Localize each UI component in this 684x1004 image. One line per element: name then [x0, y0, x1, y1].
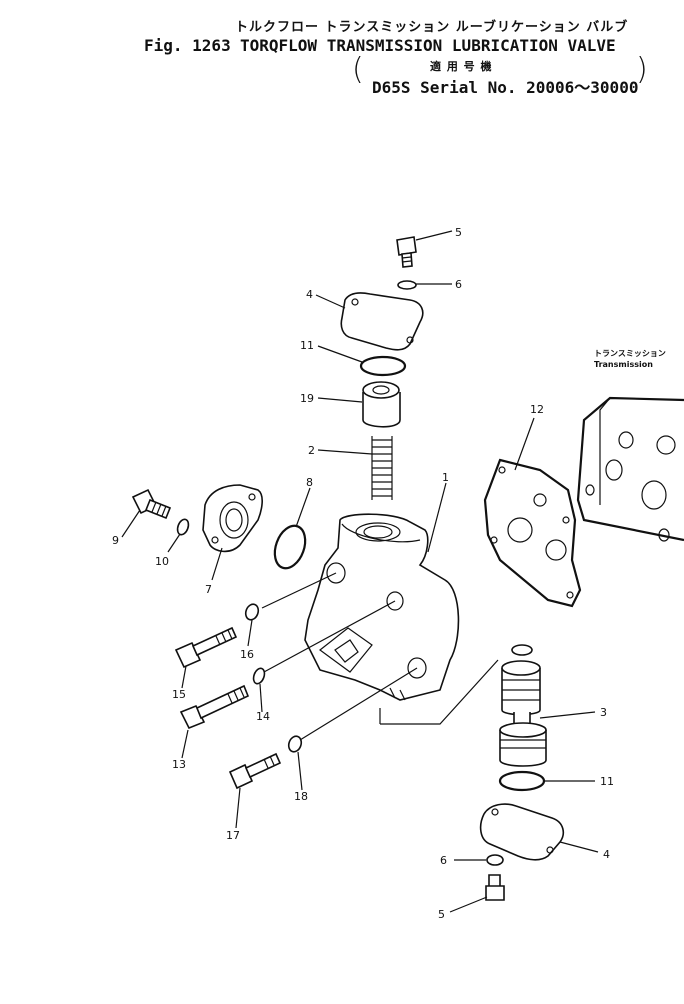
japanese-title: トルクフロー トランスミッション ルーブリケーション バルブ [235, 20, 629, 35]
bolt-15 [174, 626, 238, 669]
callout-6-top: 6 [455, 278, 462, 291]
callout-8: 8 [306, 476, 313, 489]
washer-14 [252, 667, 266, 685]
axis-line-3 [379, 659, 499, 725]
spool-3 [499, 644, 547, 767]
cover-4-bottom [479, 803, 565, 861]
washer-6-bottom [486, 854, 504, 866]
washer-6-top [397, 280, 417, 290]
callout-4-bottom: 4 [603, 848, 610, 861]
gasket-12 [483, 458, 582, 608]
callout-9: 9 [112, 534, 119, 547]
washer-18 [287, 735, 303, 753]
axis-line-16 [261, 572, 337, 609]
figure-number: Fig. 1263 [144, 36, 231, 55]
cover-4-top [340, 292, 424, 351]
axis-line-14 [263, 600, 396, 673]
callout-12: 12 [530, 403, 544, 416]
sleeve-19 [362, 381, 401, 428]
o-ring-11-bottom [498, 770, 546, 792]
o-ring-11-top [359, 355, 407, 377]
bolt-17 [228, 752, 282, 790]
transmission-note-en: Transmission [594, 360, 653, 369]
axis-line-18 [299, 667, 418, 741]
figure-title: TORQFLOW TRANSMISSION LUBRICATION VALVE [240, 36, 616, 55]
bolt-9 [131, 488, 172, 520]
callout-11-bottom: 11 [600, 775, 614, 788]
callout-6-bottom: 6 [440, 854, 447, 867]
washer-16 [244, 603, 260, 621]
callout-5-top: 5 [455, 226, 462, 239]
callout-14: 14 [256, 710, 270, 723]
callout-5-bottom: 5 [438, 908, 445, 921]
serial-range: D65S Serial No. 20006～30000 [372, 78, 639, 97]
callout-11-top: 11 [300, 339, 314, 352]
callout-15: 15 [172, 688, 186, 701]
callout-10: 10 [155, 555, 169, 568]
flange-7 [202, 484, 263, 553]
callout-17: 17 [226, 829, 240, 842]
callout-7: 7 [205, 583, 212, 596]
right-paren: ) [636, 52, 648, 87]
leader-lines [121, 230, 599, 913]
bolt-5-top [396, 236, 417, 268]
callout-3: 3 [600, 706, 607, 719]
bolt-5-bottom [485, 874, 505, 901]
applicable-models-label: 適 用 号 機 [430, 60, 493, 73]
valve-body-1 [304, 513, 460, 701]
transmission-note-jp: トランスミッション [594, 349, 666, 358]
spring-2 [371, 436, 393, 500]
left-paren: ( [352, 52, 364, 87]
callout-1: 1 [442, 471, 449, 484]
bolt-13 [179, 684, 250, 730]
washer-10 [176, 518, 190, 536]
callout-4-top: 4 [306, 288, 313, 301]
callout-2: 2 [308, 444, 315, 457]
o-ring-8 [273, 524, 307, 570]
transmission-case [576, 396, 684, 542]
callout-13: 13 [172, 758, 186, 771]
callout-16: 16 [240, 648, 254, 661]
callout-19: 19 [300, 392, 314, 405]
callout-18: 18 [294, 790, 308, 803]
